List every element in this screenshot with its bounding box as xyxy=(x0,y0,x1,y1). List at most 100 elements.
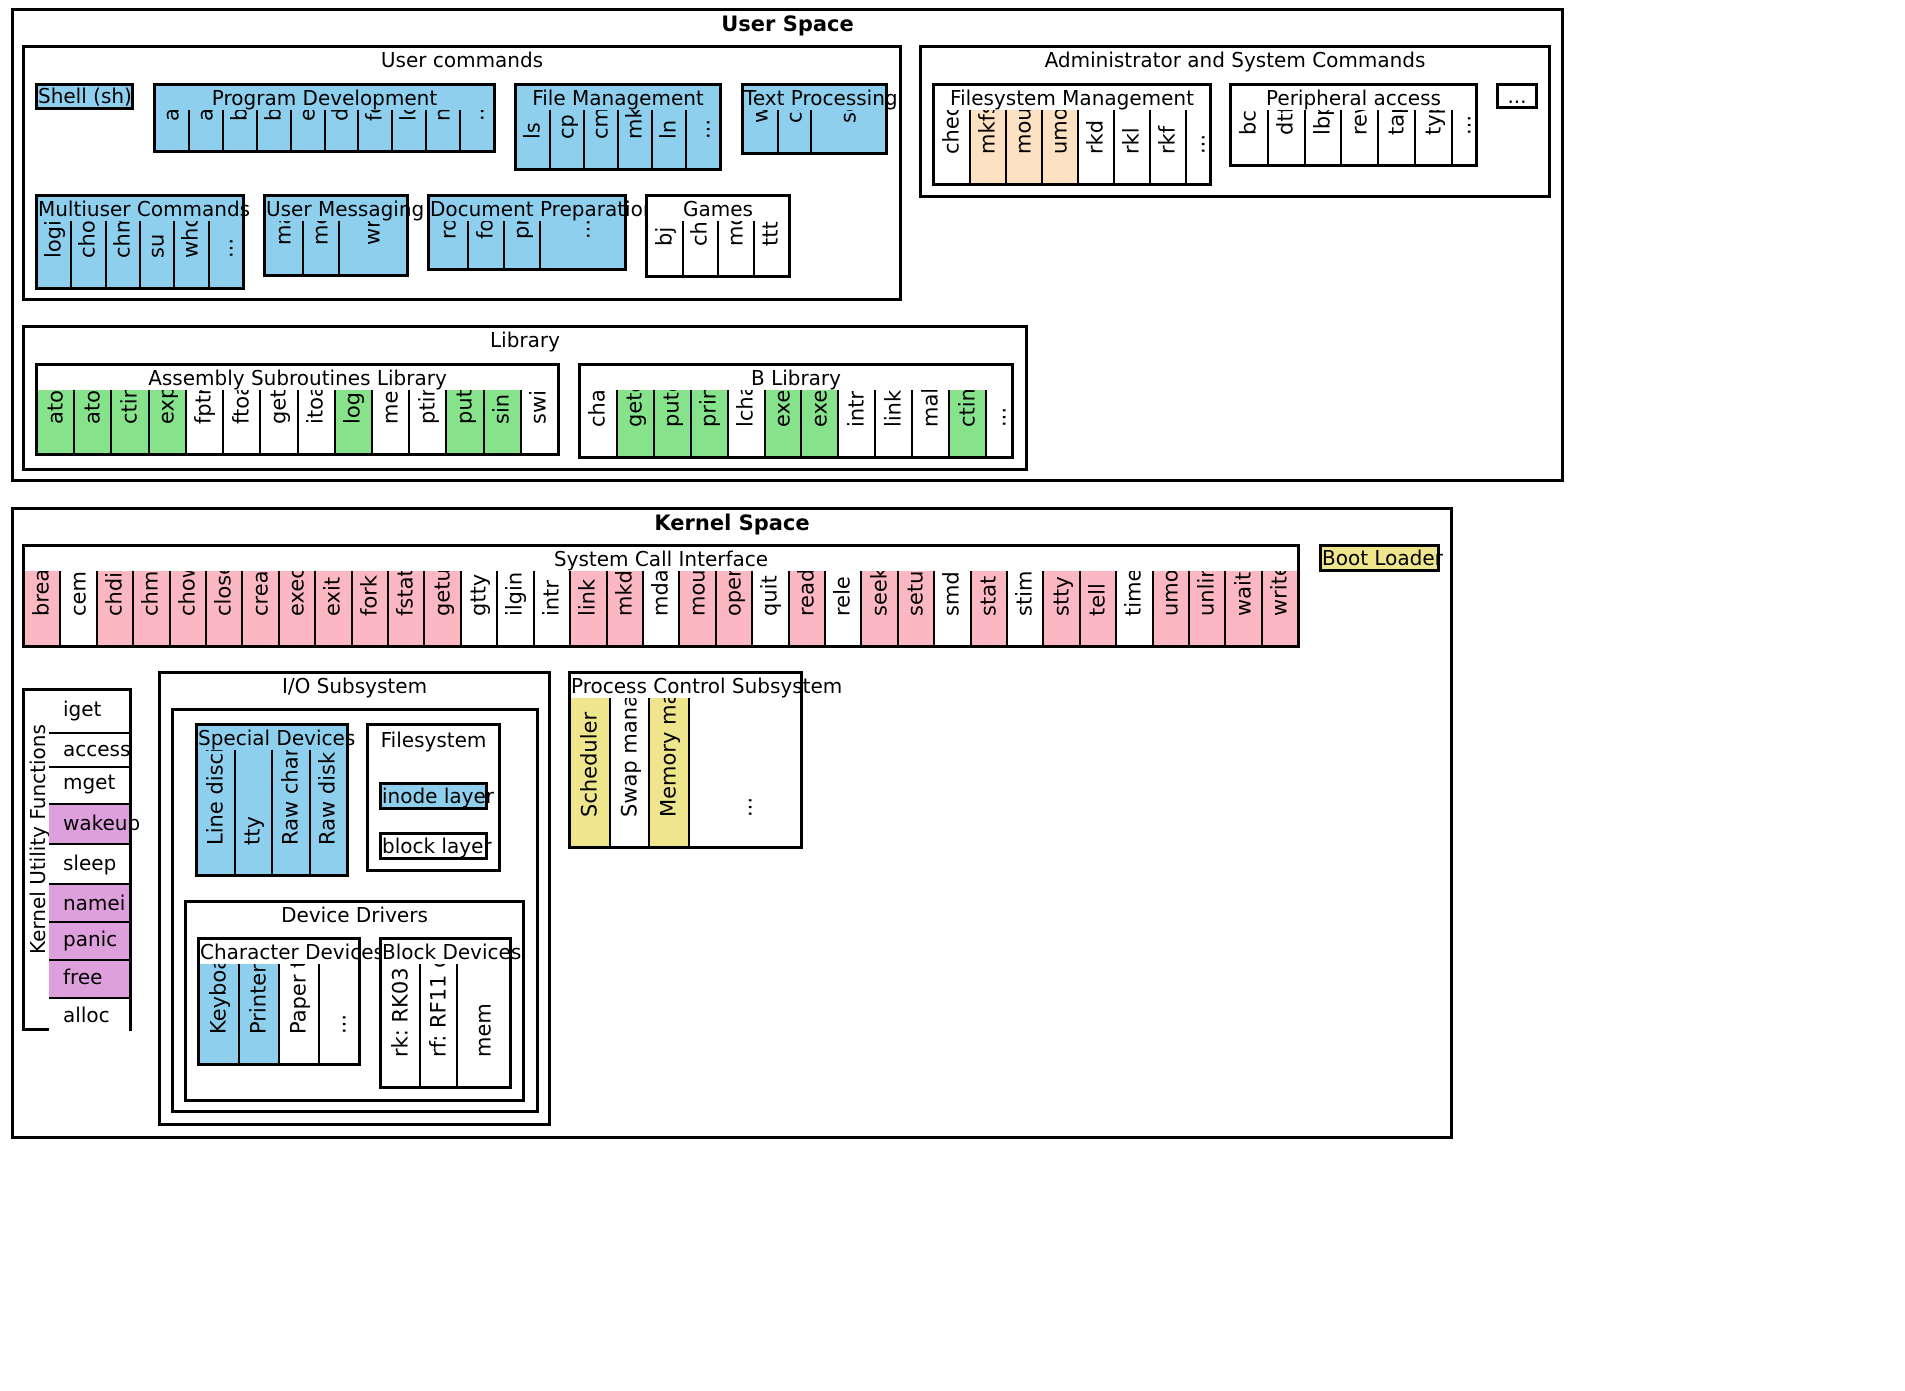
kuf-access: access xyxy=(49,732,130,766)
cell-row: check mkfs mount umount rkd rkl rkf ... xyxy=(935,110,1209,183)
boot-loader-box: Boot Loader xyxy=(1319,544,1443,572)
cell-link: link xyxy=(874,390,912,456)
cell-label: cat xyxy=(782,110,806,123)
cell-label: ctime xyxy=(117,390,142,424)
cell-mkdir: mkdir xyxy=(617,110,651,168)
cell-smdate: smdate xyxy=(933,571,970,645)
cell-label: link xyxy=(881,390,906,427)
cell-label: Printer xyxy=(246,964,271,1034)
kernel-space-title: Kernel Space xyxy=(654,511,810,535)
cell-label: open xyxy=(721,571,746,616)
kuf-wakeup: wakeup xyxy=(49,803,140,843)
cell-execl: execl xyxy=(763,390,801,456)
cell-label: rew xyxy=(1347,110,1372,135)
cell-exec: exec xyxy=(277,571,315,645)
cell-label: bas xyxy=(261,110,285,121)
cell-row: Keyboard Printer Paper tape ... xyxy=(200,964,358,1063)
group-title: B Library xyxy=(581,366,1011,393)
cell-label: atof xyxy=(43,390,68,424)
cell-row: char getchr putchr printf lchar execl ex… xyxy=(581,390,1011,456)
filesystem-title: Filesystem xyxy=(380,728,487,752)
cell-type: type xyxy=(1414,110,1451,164)
cell-label: unlink xyxy=(1194,571,1219,616)
cell-itoa: itoa xyxy=(296,390,334,453)
cell-bj: bj xyxy=(648,221,682,275)
cell-label: chdir xyxy=(102,571,127,616)
group-title: Multiuser Commands xyxy=(38,197,250,224)
cell-rele: rele xyxy=(823,571,861,645)
cell-label: sin xyxy=(489,393,514,424)
cell-login: login xyxy=(38,221,71,287)
cell-chdir: chdir xyxy=(95,571,133,645)
cell-label: Swap manager xyxy=(617,698,641,817)
cell-more: ... xyxy=(207,221,242,287)
cell-scheduler: Scheduler xyxy=(571,698,609,846)
cell-label: Raw disk xyxy=(315,751,340,845)
cell-label: execl xyxy=(770,390,795,427)
cell-label: ... xyxy=(1185,133,1209,154)
cell-label: read xyxy=(794,571,819,616)
cell-label: sort xyxy=(836,110,860,123)
cell-label: umount xyxy=(1047,110,1072,154)
cell-chmod: chmod xyxy=(132,571,169,645)
cell-rkd: rkd xyxy=(1077,110,1113,183)
cell-label: type xyxy=(1421,110,1446,135)
cell-label: cemt xyxy=(66,571,91,616)
cell-label: rkd xyxy=(1083,119,1108,154)
cell-label: cp xyxy=(554,114,579,139)
cell-more: ... xyxy=(459,110,494,150)
cell-label: log xyxy=(340,391,365,424)
cell-label: intr xyxy=(539,579,564,616)
cell-more: ... xyxy=(539,221,624,268)
cell-label: rkf xyxy=(1155,125,1180,154)
cell-ed: ed xyxy=(289,110,324,150)
cell-label: b xyxy=(227,110,252,121)
cell-mdate: mdate xyxy=(641,571,679,645)
cell-label: chess xyxy=(688,221,712,246)
cell-label: for xyxy=(363,110,387,121)
library-title: Library xyxy=(490,328,560,352)
group-title: Process Control Subsystem xyxy=(571,674,842,701)
cell-label: mkfs xyxy=(975,110,1000,154)
cell-label: mem xyxy=(471,1003,495,1057)
cell-label: intr xyxy=(844,390,869,427)
cell-stat: stat xyxy=(969,571,1006,645)
group-special-devices: Special Devices Line discipline tty Raw … xyxy=(195,723,355,877)
cell-gtty: gtty xyxy=(459,571,497,645)
cell-form: form xyxy=(467,221,503,268)
group-title: Character Devices xyxy=(200,940,384,967)
filesystem-box: Filesystem xyxy=(366,723,501,872)
cell-label: rk: RK03 disk xyxy=(388,964,412,1057)
cell-label: mkdir xyxy=(612,571,637,616)
cell-ttt: ttt xyxy=(752,221,788,275)
cell-label: smdate xyxy=(939,571,964,616)
cell-label: as xyxy=(159,110,183,121)
user-space: User Space xyxy=(11,8,1564,482)
block-layer-box: block layer xyxy=(379,832,492,860)
cell-execv: execv xyxy=(800,390,838,456)
cell-label: stat xyxy=(976,575,1001,616)
cell-char: char xyxy=(581,390,616,456)
cell-moo: moo xyxy=(717,221,753,275)
cell-printer: Printer xyxy=(238,964,278,1063)
cell-label: ftoa xyxy=(229,390,254,424)
cell-rkf: rkf xyxy=(1149,110,1185,183)
cell-label: fork xyxy=(357,574,382,616)
cell-creat: creat xyxy=(241,571,278,645)
group-title: Block Devices xyxy=(382,940,521,967)
cell-chess: chess xyxy=(681,221,717,275)
cell-putc: putc xyxy=(445,390,483,453)
cell-read: read xyxy=(787,571,824,645)
cell-label: creat xyxy=(248,571,273,616)
group-document-preparation: Document Preparation roff form pr ... xyxy=(427,194,656,271)
cell-mkdir: mkdir xyxy=(605,571,642,645)
group-title: Program Development xyxy=(156,86,493,113)
cell-label: itoa xyxy=(303,390,328,424)
group-title: User Messaging xyxy=(266,197,424,224)
cell-bas: bas xyxy=(255,110,290,150)
cell-label: atoi xyxy=(80,390,105,424)
cell-atof: atof xyxy=(38,390,74,453)
io-subsystem: I/O Subsystem xyxy=(158,671,551,1126)
cell-getchr: getchr xyxy=(615,390,653,456)
cell-mesg: mesg xyxy=(370,390,409,453)
